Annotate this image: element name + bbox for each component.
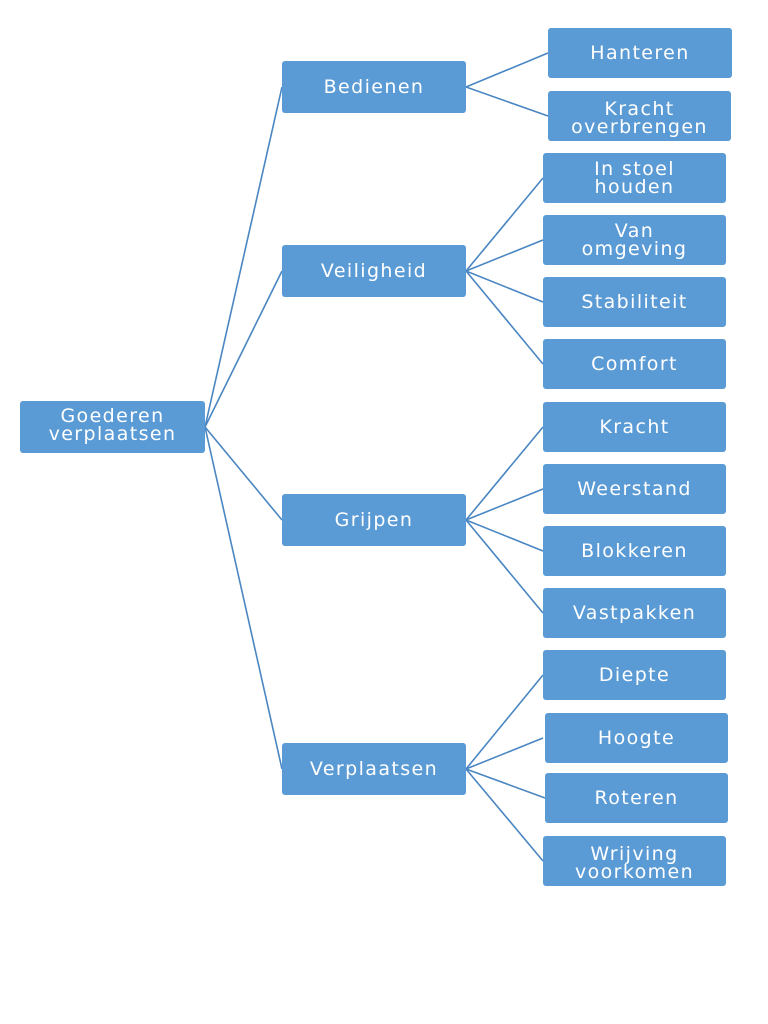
subfunction-node-hoogte: Hoogte (545, 713, 728, 763)
connector-verplaatsen-roteren (465, 768, 546, 799)
subfunction-node-blokkeren: Blokkeren (543, 526, 726, 576)
subfunction-node-label: Roteren (594, 786, 679, 809)
connector-root-verplaatsen (204, 426, 283, 770)
subfunction-node-label: Hanteren (590, 41, 690, 64)
connector-verplaatsen-diepte (465, 674, 544, 770)
function-node-verplaatsen: Verplaatsen (282, 743, 466, 795)
subfunction-node-label: Stabiliteit (581, 290, 688, 313)
function-node-label: Grijpen (334, 508, 414, 531)
function-node-label: Veiligheid (320, 259, 428, 282)
subfunction-node-stabiliteit: Stabiliteit (543, 277, 726, 327)
connector-veiligheid-in-stoel-houden (465, 177, 544, 272)
connector-grijpen-weerstand (465, 488, 544, 521)
subfunction-node-hanteren: Hanteren (548, 28, 732, 78)
subfunction-node-label: Kracht overbrengen (571, 98, 708, 138)
connector-root-veiligheid (204, 270, 283, 428)
subfunction-node-label: Diepte (598, 663, 671, 686)
function-node-label: Verplaatsen (309, 758, 439, 780)
root-node-goederen-verplaatsen: Goederen verplaatsen (20, 401, 205, 453)
subfunction-node-label: Weerstand (577, 478, 692, 500)
subfunction-node-kracht-overbrengen: Kracht overbrengen (548, 91, 731, 141)
connector-bedienen-hanteren (465, 52, 549, 88)
subfunction-node-label: In stoel houden (594, 158, 675, 198)
subfunction-node-in-stoel-houden: In stoel houden (543, 153, 726, 203)
subfunction-node-kracht: Kracht (543, 402, 726, 452)
subfunction-node-wrijving-voorkomen: Wrijving voorkomen (543, 836, 726, 886)
subfunction-node-label: Vastpakken (572, 602, 697, 624)
connector-verplaatsen-hoogte (465, 737, 544, 770)
subfunction-node-van-omgeving: Van omgeving (543, 215, 726, 265)
subfunction-node-label: Kracht (599, 415, 670, 438)
connector-root-grijpen (204, 426, 283, 521)
subfunction-node-label: Van omgeving (581, 220, 688, 260)
connector-grijpen-blokkeren (465, 519, 544, 552)
subfunction-node-comfort: Comfort (543, 339, 726, 389)
connector-grijpen-kracht (465, 426, 544, 521)
function-node-bedienen: Bedienen (282, 61, 466, 113)
function-node-grijpen: Grijpen (282, 494, 466, 546)
function-node-veiligheid: Veiligheid (282, 245, 466, 297)
subfunction-node-label: Hoogte (597, 726, 676, 749)
root-node-label: Goederen verplaatsen (48, 405, 177, 445)
subfunction-node-label: Wrijving voorkomen (574, 843, 695, 883)
function-node-label: Bedienen (323, 75, 425, 98)
connector-veiligheid-comfort (465, 270, 544, 365)
subfunction-node-label: Blokkeren (581, 539, 688, 562)
subfunction-node-weerstand: Weerstand (543, 464, 726, 514)
connector-bedienen-kracht-overbrengen (465, 86, 549, 117)
connector-veiligheid-van-omgeving (465, 239, 544, 272)
subfunction-node-vastpakken: Vastpakken (543, 588, 726, 638)
connector-verplaatsen-wrijving-voorkomen (465, 768, 544, 862)
subfunction-node-label: Comfort (591, 352, 678, 375)
connector-root-bedienen (204, 86, 283, 428)
connector-veiligheid-stabiliteit (465, 270, 544, 303)
subfunction-node-diepte: Diepte (543, 650, 726, 700)
connector-grijpen-vastpakken (465, 519, 544, 614)
subfunction-node-roteren: Roteren (545, 773, 728, 823)
